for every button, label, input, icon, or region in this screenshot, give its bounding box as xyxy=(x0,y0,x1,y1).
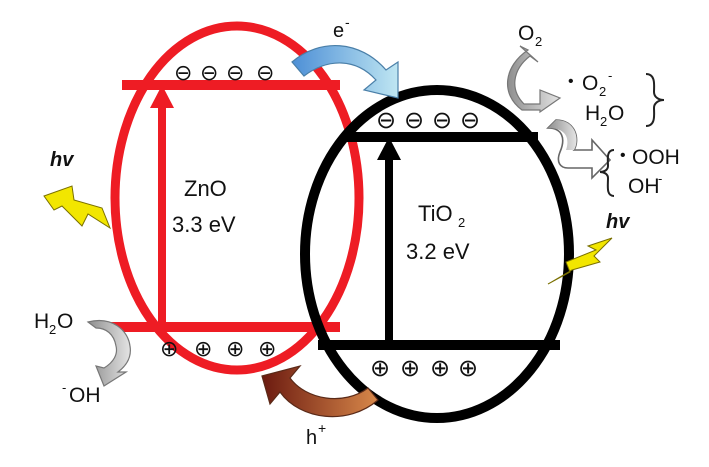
water-reactant-left-sub: 2 xyxy=(49,322,56,337)
tio2-label-subscript: 2 xyxy=(458,215,465,230)
superoxide-radical-sub: 2 xyxy=(599,84,606,99)
hv-right-label: hv xyxy=(606,211,631,233)
water-reactant-right-sub: 2 xyxy=(600,114,607,129)
zno-electron-4: ⊖ xyxy=(256,60,274,85)
hole-label-sup: + xyxy=(318,420,326,436)
tio2-band-gap-value: 3.2 eV xyxy=(406,239,470,264)
oxygen-reactant: O xyxy=(518,22,534,45)
zno-semiconductor: ZnO 3.3 eV ⊖ ⊖ ⊖ ⊖ ⊕ ⊕ ⊕ ⊕ xyxy=(110,21,364,375)
superoxide-radical: O xyxy=(582,72,598,95)
zno-excitation-arrowhead xyxy=(150,85,174,108)
hole-transfer-arrow: h + xyxy=(261,364,379,449)
water-reactant-right: H xyxy=(585,102,600,125)
zno-electron-2: ⊖ xyxy=(200,60,218,85)
zno-label: ZnO xyxy=(184,176,227,201)
reaction-brace-right xyxy=(645,73,665,127)
hv-left-label: hv xyxy=(50,149,75,171)
reduction-reactions: O 2 • O 2 - H 2 O • OOH OH - xyxy=(507,22,680,198)
lightning-bolt-left-icon xyxy=(43,185,112,230)
water-reactant-left-tail: O xyxy=(57,310,73,333)
tio2-semiconductor: TiO 2 3.2 eV ⊖ ⊖ ⊖ ⊖ ⊕ ⊕ ⊕ ⊕ xyxy=(300,85,574,423)
tio2-electron-1: ⊖ xyxy=(376,107,396,134)
tio2-electron-4: ⊖ xyxy=(460,107,480,134)
superoxide-radical-sup: - xyxy=(608,68,612,83)
hydroperoxyl-radical: OOH xyxy=(632,146,680,169)
tio2-hole-3: ⊕ xyxy=(430,355,450,382)
hydroperoxyl-dot: • xyxy=(620,147,626,164)
electron-label-sup: - xyxy=(345,14,350,30)
electron-transfer-arrow: e - xyxy=(291,14,399,99)
zno-outline xyxy=(110,21,364,375)
tio2-hole-1: ⊕ xyxy=(370,355,390,382)
superoxide-dot: • xyxy=(568,73,574,90)
hydroxide-ion: OH xyxy=(628,175,660,198)
radical-generation-arrow-shade xyxy=(548,120,577,150)
hole-label: h xyxy=(306,427,317,449)
zno-electron-1: ⊖ xyxy=(174,60,192,85)
tio2-excitation-arrowhead xyxy=(377,137,401,160)
light-excitation-right: hv xyxy=(547,211,631,285)
zno-hole-4: ⊕ xyxy=(258,336,276,361)
zno-band-gap-value: 3.3 eV xyxy=(172,212,236,237)
zno-electron-3: ⊖ xyxy=(226,60,244,85)
tio2-hole-4: ⊕ xyxy=(458,355,478,382)
tio2-hole-2: ⊕ xyxy=(400,355,420,382)
oxidation-reaction: H 2 O - OH xyxy=(34,310,131,407)
water-oxidation-arrow xyxy=(86,320,131,387)
oxygen-reactant-sub: 2 xyxy=(535,34,542,49)
tio2-label: TiO xyxy=(418,201,453,226)
lightning-bolt-right-icon xyxy=(547,237,613,285)
light-excitation-left: hv xyxy=(43,149,112,230)
water-reactant-left: H xyxy=(34,310,49,333)
zno-hole-3: ⊕ xyxy=(226,336,244,361)
tio2-outline xyxy=(300,85,574,423)
hydroxyl-radical: OH xyxy=(69,384,101,407)
hydroxide-ion-sup: - xyxy=(658,171,662,186)
tio2-electron-2: ⊖ xyxy=(404,107,424,134)
reaction-brace-products xyxy=(599,149,615,197)
zno-hole-1: ⊕ xyxy=(160,336,178,361)
water-reactant-right-tail: O xyxy=(608,102,624,125)
tio2-electron-3: ⊖ xyxy=(432,107,452,134)
electron-label: e xyxy=(333,20,344,42)
oxygen-reduction-arrow xyxy=(507,45,562,114)
zno-hole-2: ⊕ xyxy=(194,336,212,361)
hydroxyl-radical-sup: - xyxy=(62,380,66,395)
